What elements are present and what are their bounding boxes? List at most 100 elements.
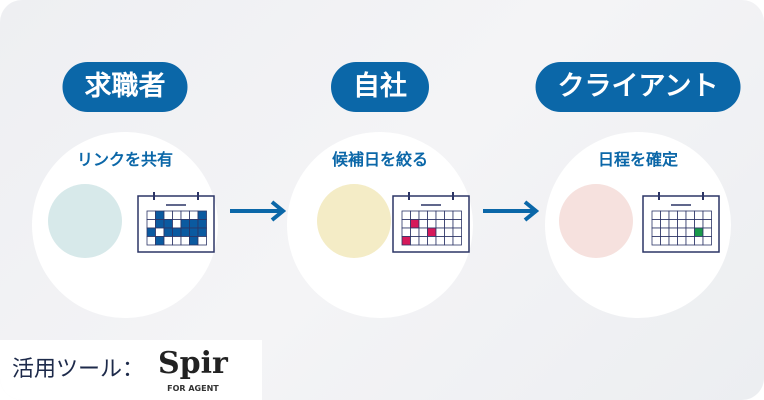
calendar-cell xyxy=(418,219,428,229)
calendar-cell xyxy=(651,219,661,229)
step-client: クライアント 日程を確定 xyxy=(513,62,763,318)
client-avatar xyxy=(559,184,633,258)
step-job-seeker: 求職者 リンクを共有 xyxy=(0,62,250,318)
calendar-cell xyxy=(685,227,695,237)
calendar-cell xyxy=(410,236,420,246)
calendar-cell xyxy=(435,227,445,237)
step-subtitle: リンクを共有 xyxy=(76,150,173,169)
calendar-cell xyxy=(197,236,207,246)
step-subtitle: 候補日を絞る xyxy=(331,150,428,169)
calendar-cell-marked xyxy=(180,219,190,229)
calendar-cell-marked xyxy=(410,219,420,229)
calendar-cell-marked xyxy=(155,210,165,220)
company-avatar xyxy=(317,184,391,258)
calendar-cell-marked xyxy=(163,219,173,229)
step-subtitle: 日程を確定 xyxy=(597,150,678,169)
calendar-cell xyxy=(694,210,704,220)
calendar-cell-marked xyxy=(163,227,173,237)
calendar-cell xyxy=(146,236,156,246)
calendar-cell xyxy=(444,219,454,229)
calendar-cell xyxy=(418,236,428,246)
calendar-cell xyxy=(702,236,712,246)
calendar-cell-marked xyxy=(189,236,199,246)
calendar-cell xyxy=(677,236,687,246)
calendar-cell xyxy=(651,210,661,220)
calendar-cell xyxy=(444,210,454,220)
calendar-icon xyxy=(642,192,720,253)
calendar-cell xyxy=(444,236,454,246)
calendar-cell xyxy=(163,236,173,246)
arrow-right-icon xyxy=(483,200,539,222)
calendar-cell xyxy=(694,236,704,246)
calendar-cell xyxy=(401,210,411,220)
calendar-cell xyxy=(172,236,182,246)
calendar-cell-marked xyxy=(427,227,437,237)
calendar-cell-marked xyxy=(155,236,165,246)
calendar-cell xyxy=(685,236,695,246)
calendar-cell xyxy=(660,219,670,229)
calendar-cell xyxy=(418,227,428,237)
calendar-cell xyxy=(435,236,445,246)
calendar-cell-marked xyxy=(197,210,207,220)
calendar-cell xyxy=(180,236,190,246)
job-seeker-avatar xyxy=(48,184,122,258)
calendar-cell-marked xyxy=(146,227,156,237)
arrow-right-icon xyxy=(230,200,286,222)
calendar-cell xyxy=(452,236,462,246)
calendar-cell xyxy=(685,219,695,229)
calendar-cell-marked xyxy=(189,219,199,229)
spir-logo: Spir FOR AGENT xyxy=(158,346,228,394)
tool-label: 活用ツール： xyxy=(12,357,145,382)
step-title: 自社 xyxy=(331,62,429,112)
calendar-cell xyxy=(702,219,712,229)
calendar-cell xyxy=(427,236,437,246)
calendar-cell-marked xyxy=(401,236,411,246)
logo-text: Spir xyxy=(158,346,228,381)
calendar-cell xyxy=(668,210,678,220)
calendar-cell xyxy=(677,227,687,237)
calendar-cell xyxy=(668,219,678,229)
calendar-cell xyxy=(452,227,462,237)
calendar-cell xyxy=(702,210,712,220)
calendar-cell-marked xyxy=(189,227,199,237)
logo-subtext: FOR AGENT xyxy=(167,384,219,393)
tool-box: 活用ツール： Spir FOR AGENT xyxy=(0,340,262,400)
calendar-cell xyxy=(155,227,165,237)
step-company: 自社 候補日を絞る xyxy=(255,62,505,318)
calendar-cell xyxy=(685,210,695,220)
calendar-cell xyxy=(172,210,182,220)
calendar-cell xyxy=(410,227,420,237)
calendar-icon xyxy=(392,192,470,253)
calendar-cell xyxy=(651,236,661,246)
calendar-cell xyxy=(702,227,712,237)
calendar-cell-marked xyxy=(197,227,207,237)
step-title: クライアント xyxy=(535,62,741,112)
calendar-cell xyxy=(189,210,199,220)
calendar-cell xyxy=(401,227,411,237)
calendar-cell xyxy=(660,210,670,220)
calendar-cell xyxy=(427,210,437,220)
calendar-cell xyxy=(677,210,687,220)
calendar-cell-marked xyxy=(197,219,207,229)
calendar-cell xyxy=(146,219,156,229)
step-title: 求職者 xyxy=(62,62,188,112)
calendar-cell xyxy=(435,219,445,229)
calendar-cell-marked xyxy=(155,219,165,229)
calendar-cell xyxy=(435,210,445,220)
calendar-cell xyxy=(452,210,462,220)
calendar-cell-marked xyxy=(180,227,190,237)
calendar-cell xyxy=(180,210,190,220)
calendar-cell xyxy=(163,210,173,220)
calendar-cell-marked xyxy=(694,227,704,237)
calendar-cell xyxy=(660,227,670,237)
calendar-icon xyxy=(137,192,215,253)
calendar-cell xyxy=(401,219,411,229)
calendar-cell xyxy=(418,210,428,220)
calendar-cell xyxy=(651,227,661,237)
calendar-cell xyxy=(452,219,462,229)
calendar-cell xyxy=(677,219,687,229)
calendar-cell xyxy=(668,227,678,237)
calendar-cell xyxy=(668,236,678,246)
calendar-cell xyxy=(444,227,454,237)
